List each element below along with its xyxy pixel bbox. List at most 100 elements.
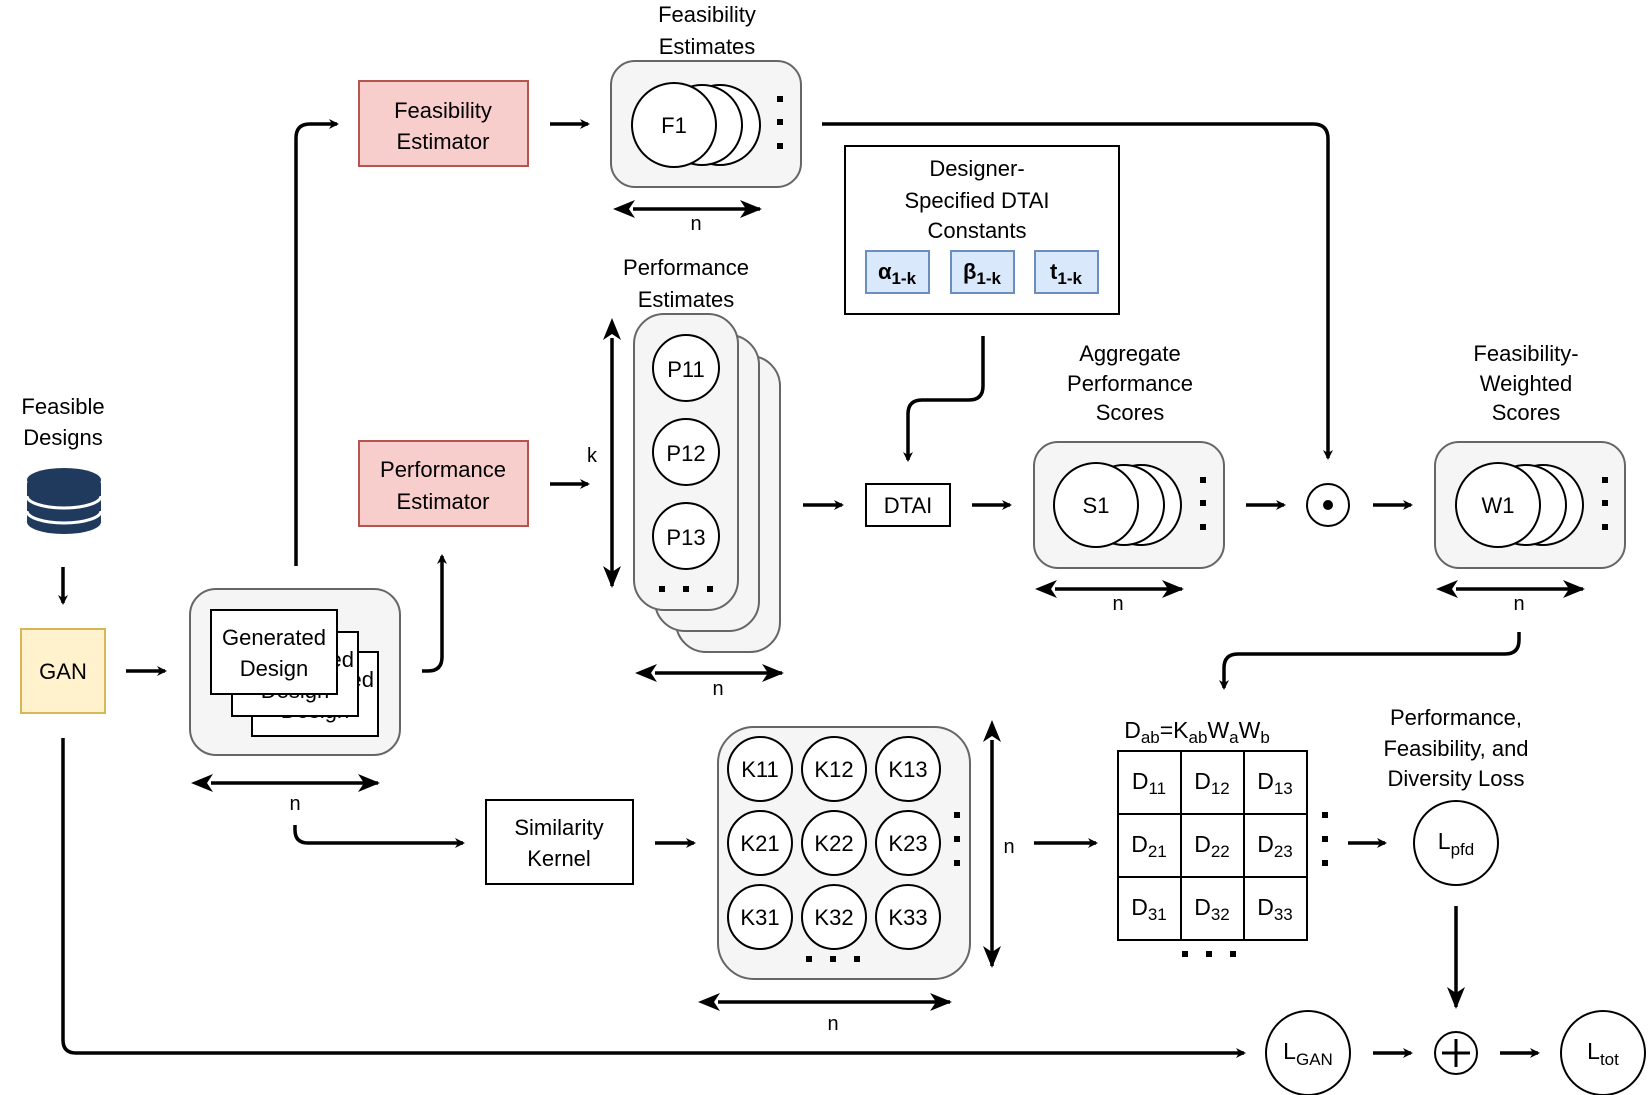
- t-constant-box: [1034, 250, 1099, 294]
- p12-node: [652, 418, 720, 486]
- f1-node: [631, 82, 717, 168]
- k-label-k31: K31: [740, 905, 779, 930]
- d-cell-13: [1243, 750, 1308, 815]
- w1-label: W1: [1482, 493, 1515, 518]
- designer-constants-label-line3: Constants: [927, 218, 1026, 243]
- d-label-31: D31: [1131, 894, 1167, 924]
- aggregate-scores-label-line2: Performance: [1067, 371, 1193, 396]
- d-label-23: D23: [1257, 831, 1293, 861]
- p13-label: P13: [666, 525, 705, 550]
- d-matrix-bottom-ellipsis: [1182, 951, 1236, 957]
- beta-constant-box: [950, 250, 1015, 294]
- designer-constants-label-line1: Designer-: [929, 156, 1024, 181]
- s1-node: [1053, 462, 1139, 548]
- performance-estimates-label-line2: Estimates: [638, 287, 735, 312]
- kernel-right-ellipsis: [954, 812, 960, 866]
- lpfd-label: Lpfd: [1438, 828, 1474, 859]
- alpha-constant-box: [865, 250, 930, 294]
- d-cell-23: [1243, 813, 1308, 878]
- d-formula: Dab=KabWaWb: [1124, 717, 1270, 747]
- generated-design-card: [210, 609, 338, 695]
- edge-generated-to-performance-estimator: [422, 554, 447, 673]
- k-label-k21: K21: [740, 831, 779, 856]
- designer-constants-label-line2: Specified DTAI: [904, 188, 1049, 213]
- n-label-feasibility: n: [690, 213, 701, 235]
- p11-node: [652, 334, 720, 402]
- similarity-kernel-label-line2: Kernel: [527, 846, 591, 871]
- s1-label: S1: [1083, 493, 1110, 518]
- performance-estimator-box: [358, 440, 529, 527]
- d-label-32: D32: [1194, 894, 1230, 924]
- d-cell-11: [1117, 750, 1182, 815]
- k-label-k33: K33: [888, 905, 927, 930]
- loss-title-line1: Performance,: [1390, 705, 1522, 730]
- edge-feasibility-to-odot: [822, 122, 1333, 460]
- d-label-33: D33: [1257, 894, 1293, 924]
- d-label-13: D13: [1257, 768, 1293, 798]
- p12-label: P12: [666, 441, 705, 466]
- edge-generated-to-feasibility-estimator: [294, 119, 339, 566]
- weighted-ellipsis: [1602, 477, 1608, 530]
- k-node-k12: [801, 736, 867, 802]
- generated-design-label-line1: Generated: [222, 625, 326, 650]
- feasible-designs-label-line2: Designs: [23, 425, 102, 450]
- w1-node: [1455, 462, 1541, 548]
- gan-label: GAN: [39, 659, 87, 684]
- d-cell-33: [1243, 876, 1308, 941]
- edge-generated-to-similarity-kernel: [293, 825, 465, 848]
- beta-constant-label: β1-k: [963, 259, 1002, 288]
- feasible-designs-label-line1: Feasible: [21, 394, 104, 419]
- weighted-scores-label-line1: Feasibility-: [1473, 341, 1578, 366]
- t-constant-label: t1-k: [1050, 259, 1082, 288]
- k-node-k32: [801, 884, 867, 950]
- edge-constants-to-dtai: [903, 336, 985, 462]
- aggregate-scores-label-line1: Aggregate: [1079, 341, 1181, 366]
- weighted-scores-label-line2: Weighted: [1480, 371, 1573, 396]
- database-icon: [25, 468, 103, 534]
- edge-weighted-to-d-matrix: [1219, 632, 1521, 690]
- k-node-k21: [727, 810, 793, 876]
- odot-center-dot: [1323, 500, 1333, 510]
- d-cell-31: [1117, 876, 1182, 941]
- k-node-k13: [875, 736, 941, 802]
- k-label-k22: K22: [814, 831, 853, 856]
- loss-title-line3: Diversity Loss: [1388, 766, 1525, 791]
- d-label-21: D21: [1131, 831, 1167, 861]
- performance-estimator-label-line2: Estimator: [397, 489, 490, 514]
- alpha-constant-label: α1-k: [878, 259, 917, 288]
- ltot-label: Ltot: [1587, 1038, 1619, 1069]
- k-node-k22: [801, 810, 867, 876]
- d-matrix-right-ellipsis: [1322, 812, 1328, 866]
- n-label-generated: n: [289, 793, 300, 815]
- generated-design-label-line2: Design: [240, 656, 308, 681]
- weighted-scores-label-line3: Scores: [1492, 400, 1560, 425]
- feasibility-estimates-label-line2: Estimates: [659, 34, 756, 59]
- k-label-k32: K32: [814, 905, 853, 930]
- feasibility-estimates-label-line1: Feasibility: [658, 2, 756, 27]
- feasibility-estimator-label-line2: Estimator: [397, 129, 490, 154]
- lgan-label: LGAN: [1283, 1038, 1333, 1069]
- aggregate-scores-label-line3: Scores: [1096, 400, 1164, 425]
- p11-label: P11: [667, 357, 705, 382]
- lpfd-node: [1413, 800, 1499, 886]
- d-cell-21: [1117, 813, 1182, 878]
- edge-gan-to-lgan: [61, 738, 1246, 1058]
- dtai-box: [865, 483, 951, 527]
- k-label-k12: K12: [814, 757, 853, 782]
- k-label-k23: K23: [888, 831, 927, 856]
- generated-design-stack: Generated Design Generated Design Genera…: [210, 609, 379, 737]
- gan-box: [20, 628, 106, 714]
- d-cell-32: [1180, 876, 1245, 941]
- kernel-bottom-ellipsis: [806, 956, 860, 962]
- feasibility-estimator-box: [358, 80, 529, 167]
- n-label-kernel-horizontal: n: [827, 1013, 838, 1035]
- d-label-11: D11: [1132, 768, 1166, 798]
- n-label-weighted: n: [1513, 593, 1524, 615]
- performance-estimator-label-line1: Performance: [380, 457, 506, 482]
- k-node-k31: [727, 884, 793, 950]
- performance-estimates-label-line1: Performance: [623, 255, 749, 280]
- n-label-kernel-vertical: n: [1003, 836, 1014, 858]
- similarity-kernel-label-line1: Similarity: [514, 815, 603, 840]
